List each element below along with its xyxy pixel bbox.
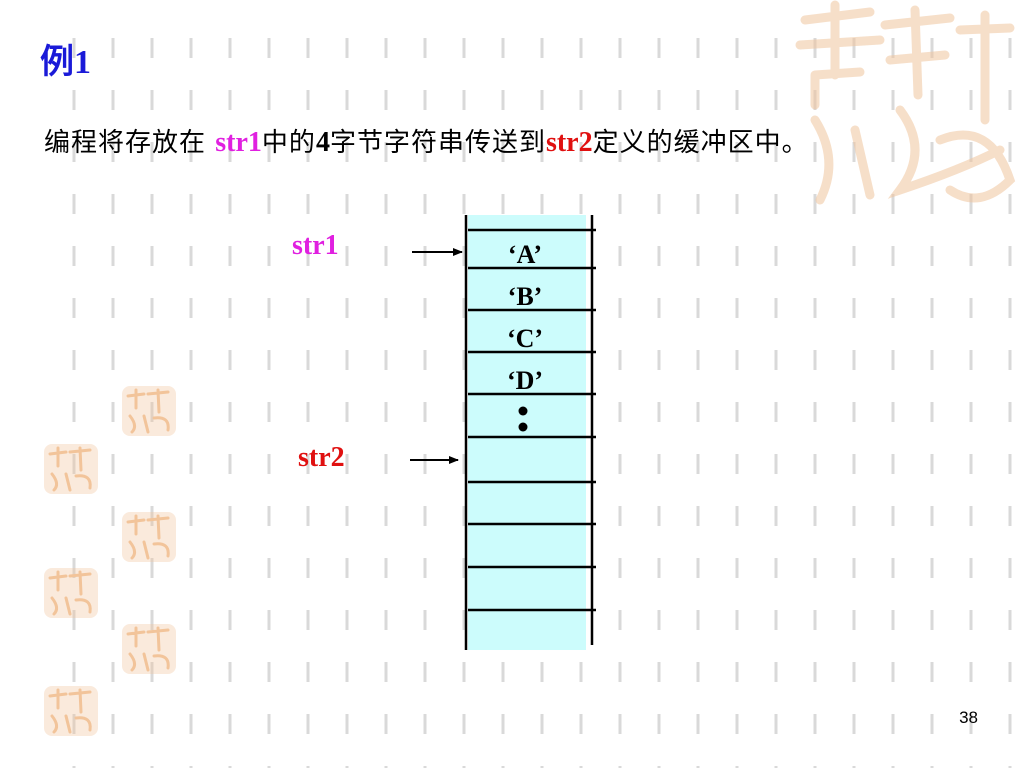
statement-byte-count: 4 bbox=[315, 127, 330, 158]
statement-str1: str1 bbox=[215, 127, 262, 158]
buffer-cell-d: ‘D’ bbox=[506, 366, 544, 395]
buffer-cell-a: ‘A’ bbox=[507, 240, 543, 269]
statement-str2: str2 bbox=[545, 127, 593, 158]
watermark-seal-large bbox=[795, 0, 1016, 205]
slide-title: 例1 bbox=[40, 44, 91, 81]
statement-text-3: 字节字符串传送到 bbox=[329, 128, 546, 158]
buffer-fill bbox=[468, 215, 586, 650]
page-number: 38 bbox=[959, 708, 978, 727]
str1-label: str1 bbox=[292, 230, 339, 261]
buffer-cell-c: ‘C’ bbox=[506, 324, 544, 353]
ellipsis-dot-upper bbox=[518, 406, 528, 416]
ellipsis-dot-lower bbox=[518, 422, 528, 432]
str2-label: str2 bbox=[298, 442, 345, 473]
buffer-cell-b: ‘B’ bbox=[507, 282, 543, 311]
problem-statement: 编程将存放在 str1中的4字节字符串传送到str2定义的缓冲区中。 bbox=[44, 122, 809, 159]
statement-text-4: 定义的缓冲区中。 bbox=[592, 128, 809, 158]
statement-text-2: 中的 bbox=[261, 128, 316, 158]
statement-text-1: 编程将存放在 bbox=[44, 128, 216, 158]
